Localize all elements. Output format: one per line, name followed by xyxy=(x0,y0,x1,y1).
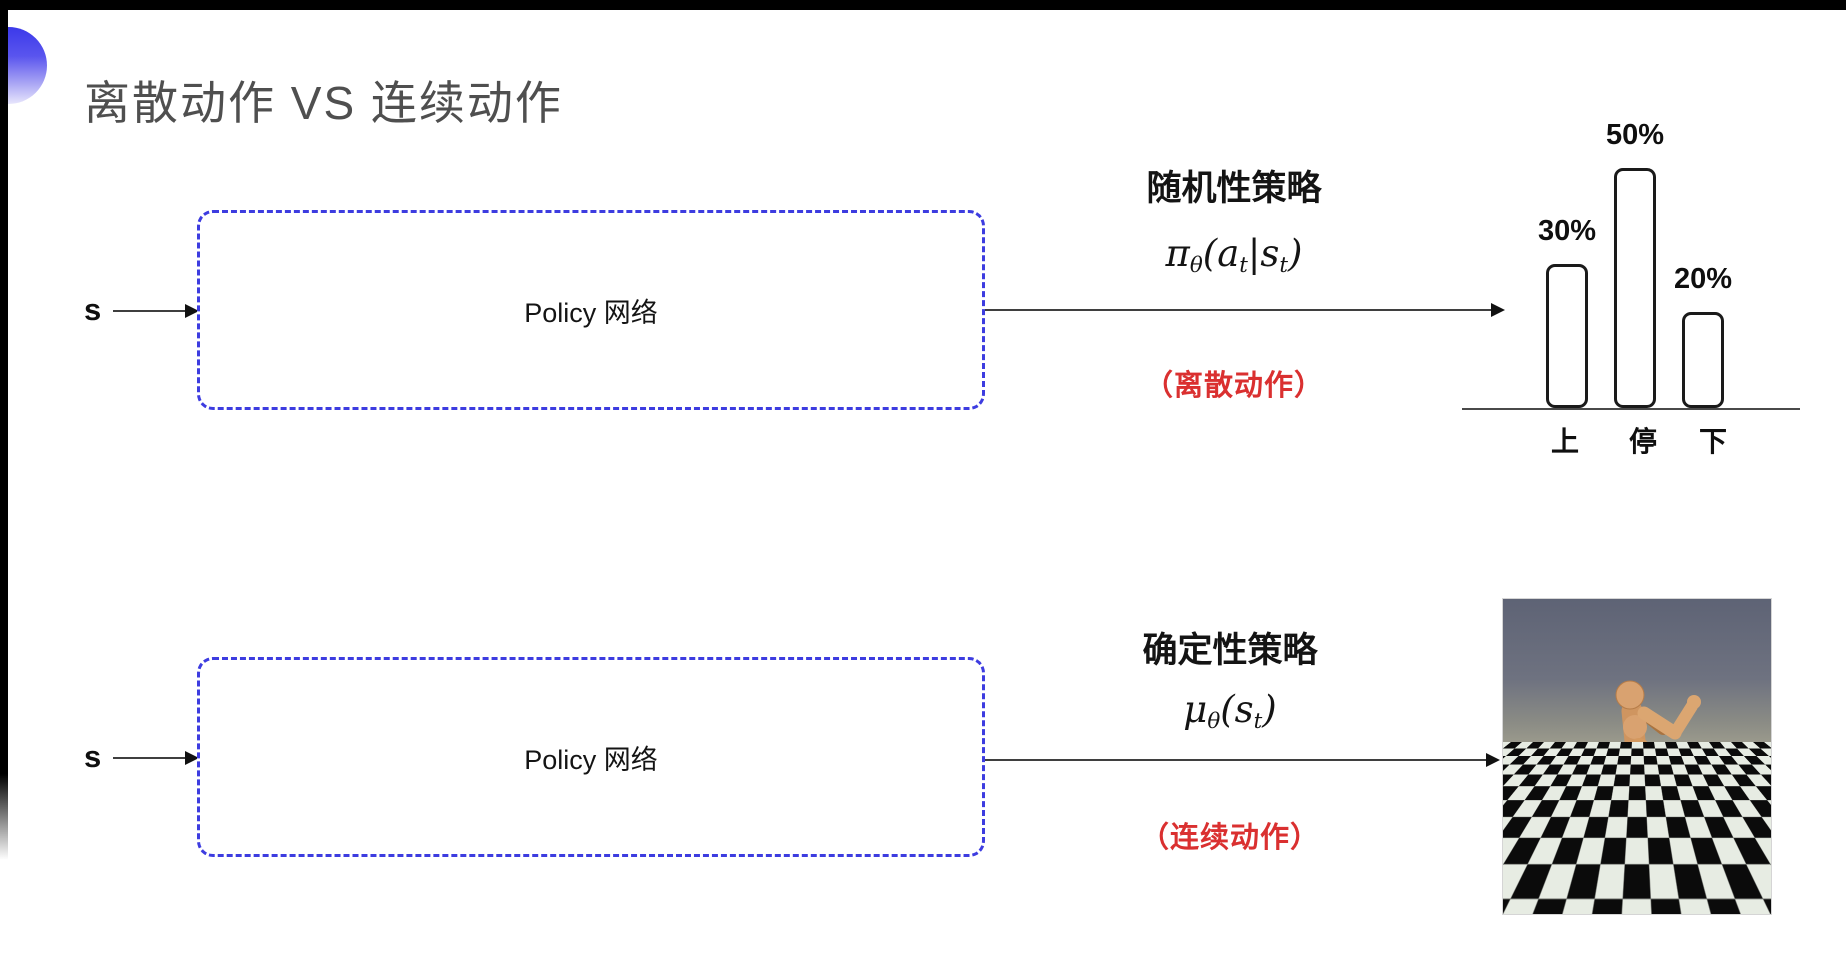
formula-mu: μ xyxy=(1183,688,1207,731)
deterministic-policy-title: 确定性策略 xyxy=(1030,622,1430,673)
category-label-down: 下 xyxy=(1691,420,1735,460)
formula-close: ) xyxy=(1288,232,1302,275)
category-label-up: 上 xyxy=(1543,420,1587,460)
formula-bar-s: |s xyxy=(1248,232,1279,275)
formula-t-sub3: t xyxy=(1254,709,1263,734)
bar-stop xyxy=(1614,168,1656,408)
policy-network-box-top: Policy 网络 xyxy=(197,210,985,410)
policy-network-box-bottom: Policy 网络 xyxy=(197,657,985,857)
bar-column-down: 20% xyxy=(1682,263,1724,408)
policy-network-label-bottom: Policy 网络 xyxy=(524,738,658,777)
bar-value-up: 30% xyxy=(1538,215,1596,248)
output-arrow-bottom xyxy=(985,750,1502,770)
state-input-label-bottom: s xyxy=(84,739,101,775)
input-arrow-bottom xyxy=(113,748,201,768)
input-arrow-top xyxy=(113,301,201,321)
formula-theta-sub: θ xyxy=(1190,253,1203,278)
formula-open-a: (a xyxy=(1203,232,1240,275)
humanoid-simulation-panel xyxy=(1502,598,1772,915)
output-arrow-top xyxy=(985,300,1507,320)
chart-baseline xyxy=(1462,408,1800,410)
humanoid-robot-figure xyxy=(1503,599,1772,915)
formula-theta-sub2: θ xyxy=(1207,709,1220,734)
category-label-stop: 停 xyxy=(1621,420,1665,460)
policy-network-label-top: Policy 网络 xyxy=(524,291,658,330)
deterministic-policy-formula: μθ(st) xyxy=(1030,688,1430,731)
stochastic-policy-title: 随机性策略 xyxy=(1034,160,1434,211)
stochastic-policy-formula: πθ(at|st) xyxy=(1034,232,1434,275)
bar-column-stop: 50% xyxy=(1614,119,1656,408)
formula-pi: π xyxy=(1166,232,1190,275)
state-input-label-top: s xyxy=(84,292,101,328)
bar-down xyxy=(1682,312,1724,408)
formula-close2: ) xyxy=(1262,688,1276,731)
top-frame-bar xyxy=(0,0,1846,10)
bar-value-stop: 50% xyxy=(1606,119,1664,152)
bar-up xyxy=(1546,264,1588,408)
formula-t-sub: t xyxy=(1239,253,1248,278)
page-title: 离散动作 VS 连续动作 xyxy=(84,67,563,133)
discrete-action-note: （离散动作） xyxy=(1034,362,1434,404)
formula-t-sub2: t xyxy=(1279,253,1288,278)
formula-open-s: (s xyxy=(1220,688,1253,731)
continuous-action-note: （连续动作） xyxy=(1030,814,1430,856)
left-frame-bar xyxy=(0,0,8,860)
bar-column-up: 30% xyxy=(1546,215,1588,408)
bar-value-down: 20% xyxy=(1674,263,1732,296)
